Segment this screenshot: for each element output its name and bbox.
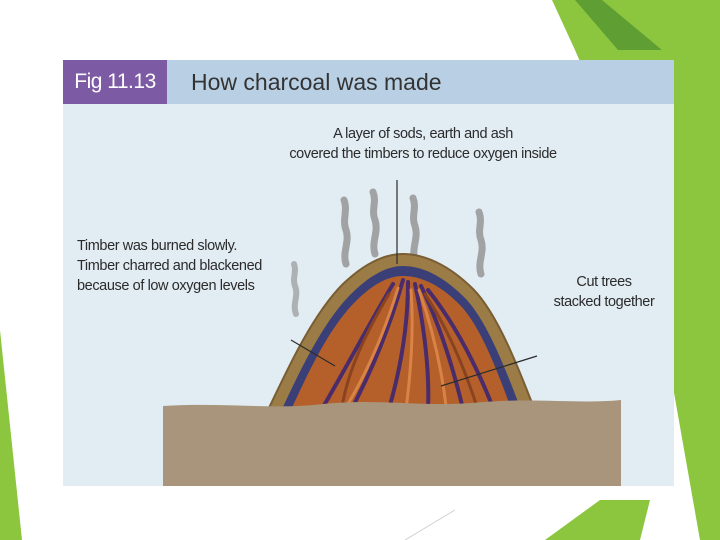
callout-line: Cut trees	[541, 272, 667, 292]
figure-title: How charcoal was made	[191, 60, 442, 104]
figure-number: Fig 11.13	[63, 60, 167, 104]
smoke-plume	[373, 192, 376, 254]
figure-panel: Fig 11.13 How charcoal was made	[63, 60, 674, 486]
decor-thin-line	[405, 510, 455, 540]
callout-line: Timber was burned slowly.	[77, 236, 262, 256]
smoke-plume	[344, 200, 347, 264]
callout-sod-layer: A layer of sods, earth and ash covered t…	[253, 124, 593, 164]
smoke-plume	[413, 198, 416, 260]
smoke-plume	[294, 264, 296, 314]
figure-header: Fig 11.13 How charcoal was made	[63, 60, 674, 104]
green-accent-bottom	[545, 500, 650, 540]
smoke-plume	[479, 212, 482, 274]
callout-line: because of low oxygen levels	[77, 276, 262, 296]
green-accent-left	[0, 330, 22, 540]
callout-line: stacked together	[541, 292, 667, 312]
callout-line: Timber charred and blackened	[77, 256, 262, 276]
callout-line: A layer of sods, earth and ash	[253, 124, 593, 144]
callout-timber-burning: Timber was burned slowly. Timber charred…	[77, 236, 262, 296]
ground	[163, 400, 621, 486]
callout-line: covered the timbers to reduce oxygen ins…	[253, 144, 593, 164]
callout-cut-trees: Cut trees stacked together	[541, 272, 667, 312]
